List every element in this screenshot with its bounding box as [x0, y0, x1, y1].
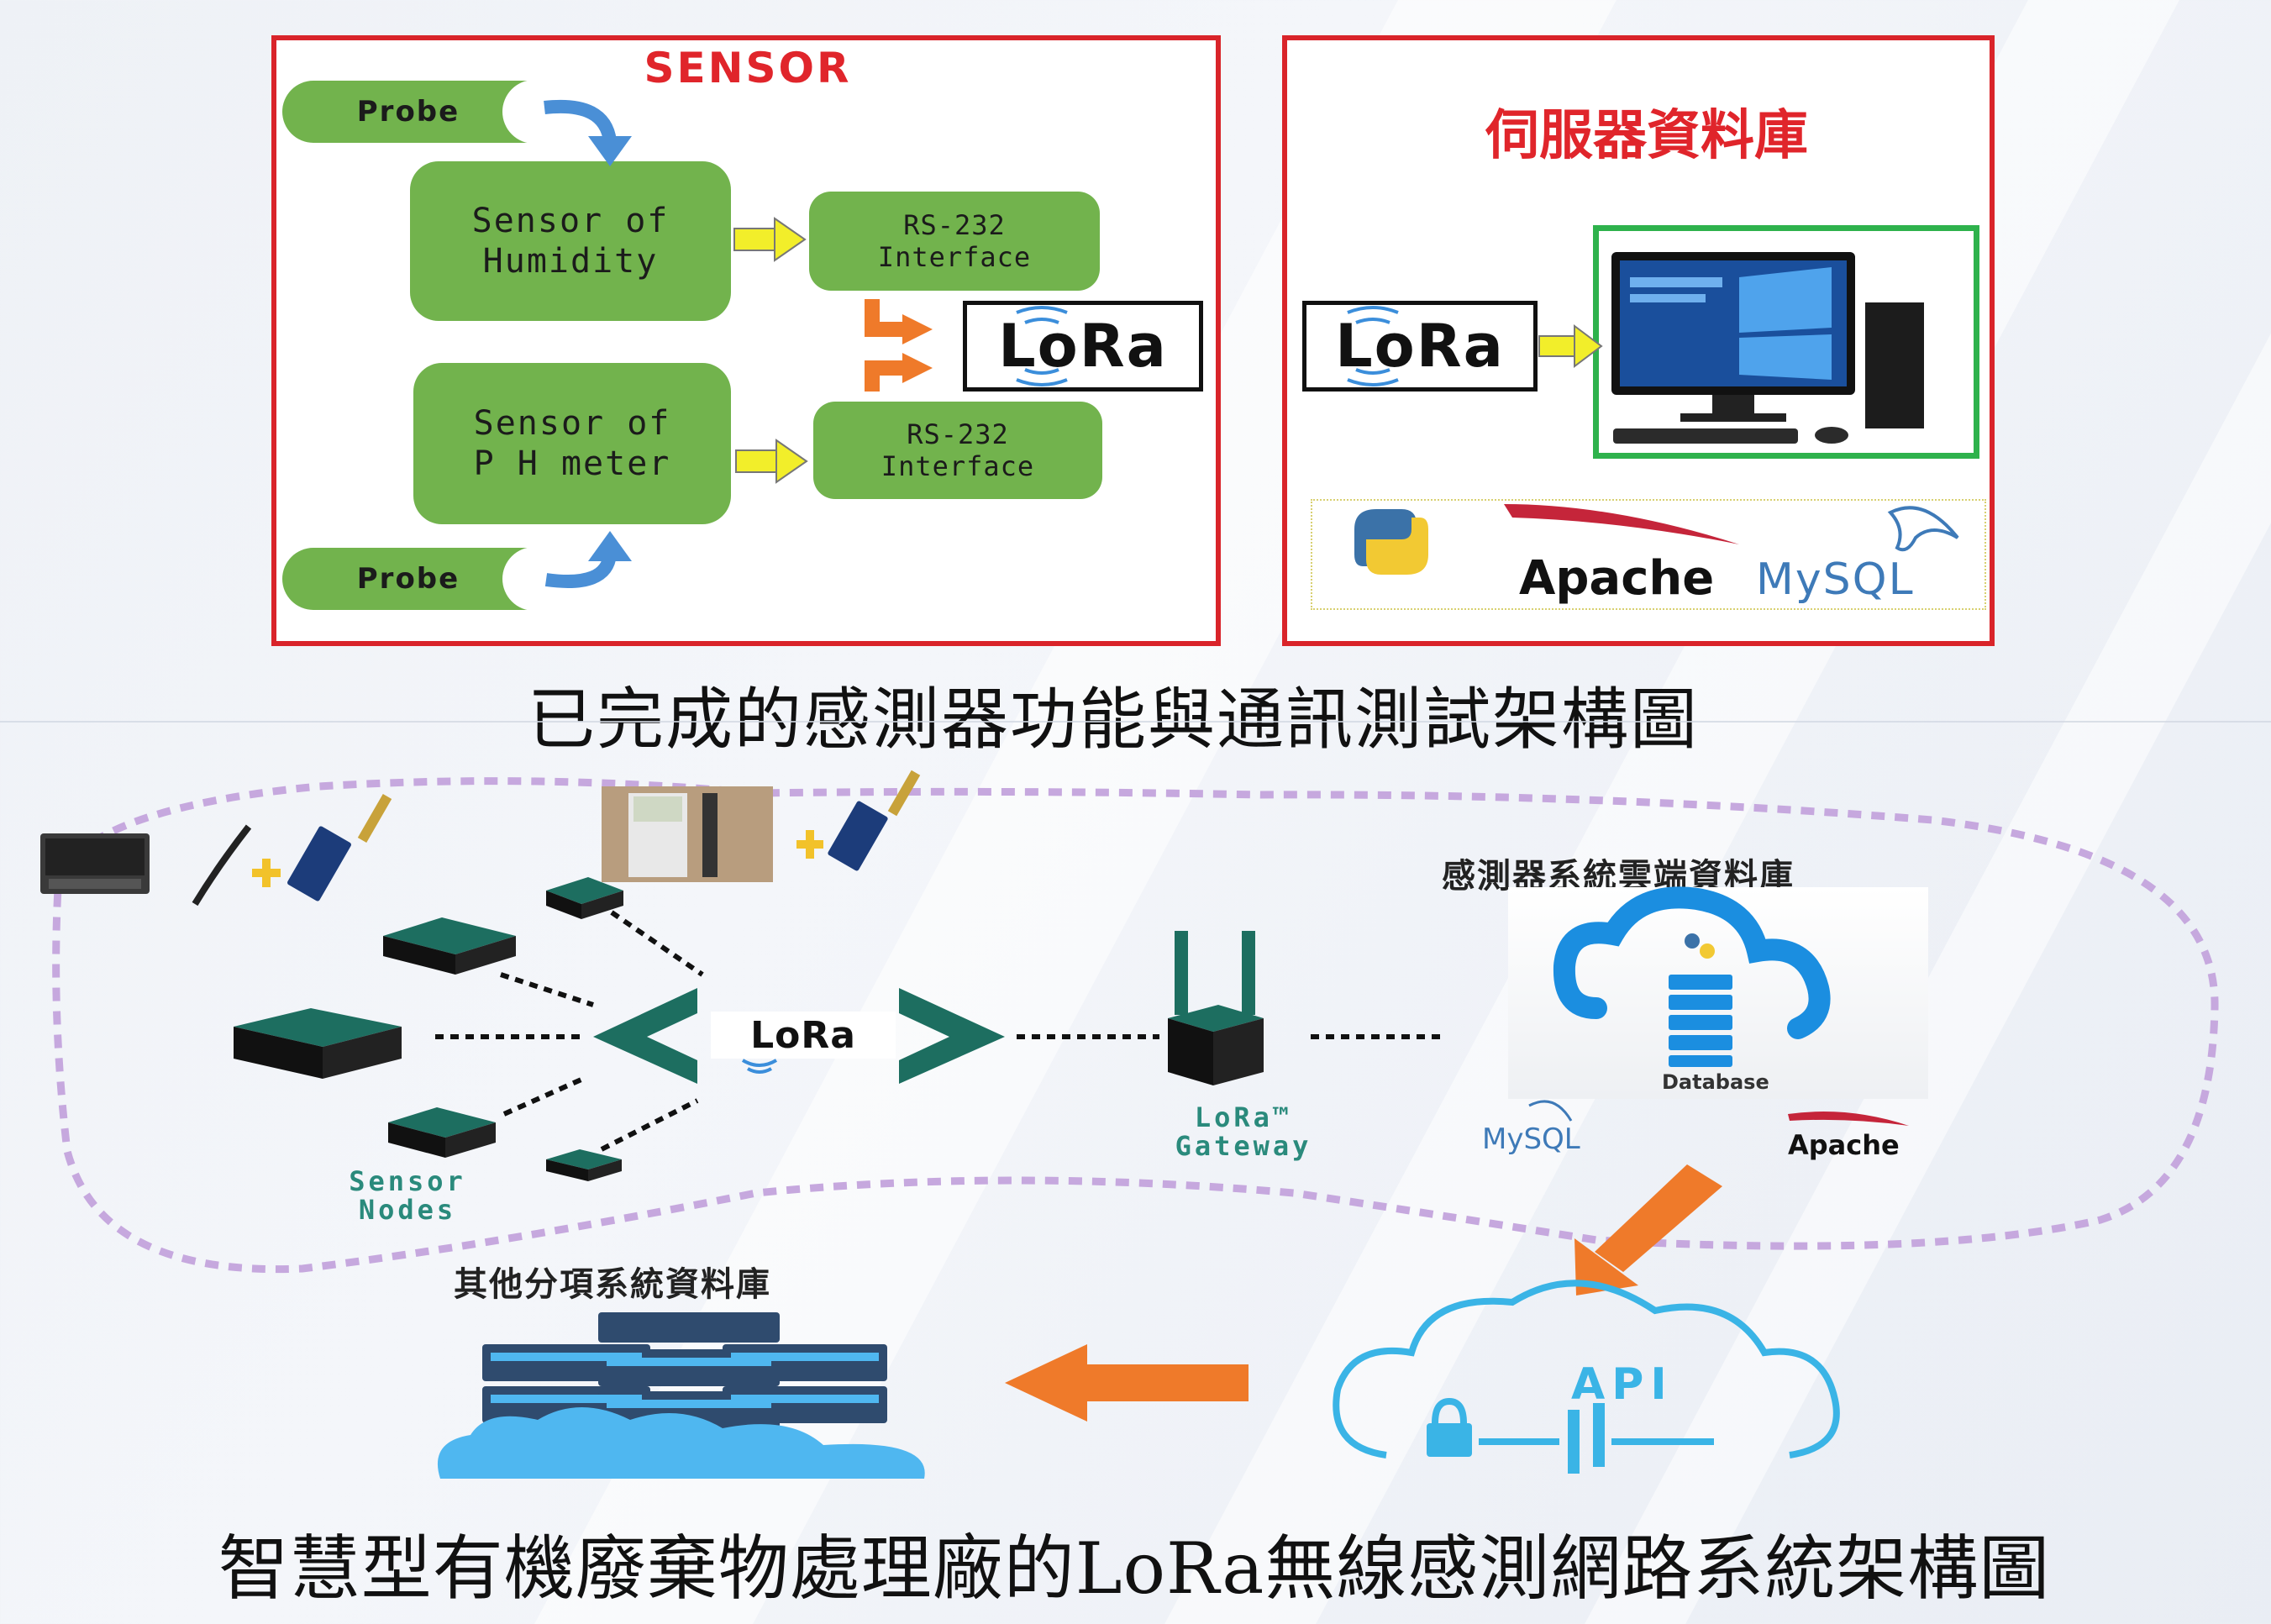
sensor-ph-box: Sensor of P H meter: [413, 363, 731, 524]
plus-sign-1: [252, 859, 281, 887]
server-panel-title: 伺服器資料庫: [1485, 104, 1808, 167]
temperature-probe: [192, 824, 252, 907]
lora-hub-label: LoRa: [711, 1012, 896, 1059]
sensor-ph-line1: Sensor of: [473, 404, 671, 443]
gateway-line1: LoRa™: [1194, 1101, 1293, 1133]
mysql-logo-text: MySQL: [1756, 554, 1915, 605]
rs232-bottom-line1: RS-232: [907, 418, 1009, 450]
sensor-nodes-label: Sensor Nodes: [302, 1165, 513, 1226]
other-db-title: 其他分項系統資料庫: [454, 1265, 771, 1304]
probe-bottom: Probe: [282, 548, 534, 610]
lora-logo-server: LoRa: [1302, 301, 1538, 392]
sensor-humidity-line2: Humidity: [482, 242, 659, 281]
database-label: Database: [1662, 1070, 1769, 1094]
sensor-panel-title: SENSOR: [644, 44, 852, 92]
sensor-humidity-box: Sensor of Humidity: [410, 161, 731, 321]
probe-top: Probe: [282, 81, 534, 143]
lora-hub-waves: [741, 1059, 778, 1074]
sensor-ph-line2: P H meter: [473, 444, 671, 483]
lora-module-2: [828, 770, 921, 871]
lora-gateway-icon: [1168, 931, 1264, 1085]
gateway-line2: Gateway: [1175, 1129, 1312, 1162]
bottom-caption: 智慧型有機廢棄物處理廠的LoRa無線感測網路系統架構圖: [218, 1527, 2051, 1610]
rs232-bottom-line2: Interface: [881, 450, 1035, 482]
sensor-nodes-line2: Nodes: [358, 1193, 457, 1226]
sensor-node-3: [234, 1008, 402, 1079]
sensor-nodes-line1: Sensor: [349, 1165, 466, 1197]
apache-label: Apache: [1788, 1129, 1900, 1161]
section-divider: [0, 721, 2271, 723]
top-caption: 已完成的感測器功能與通訊測試架構圖: [528, 681, 1699, 759]
plus-sign-2: [796, 830, 823, 859]
sensor-node-4: [388, 1107, 496, 1158]
sensor-node-5: [546, 1149, 622, 1181]
mysql-label: MySQL: [1482, 1122, 1580, 1156]
sensor-humidity-line1: Sensor of: [471, 202, 670, 240]
orange-arrow-left: [1005, 1344, 1249, 1422]
lora-hub-left-chevron: [593, 988, 697, 1084]
cloud-db-panel: [1508, 887, 1928, 1099]
apache-logo-text: Apache: [1519, 551, 1715, 606]
rs232-interface-top: RS-232 Interface: [809, 192, 1100, 291]
api-label: API: [1571, 1359, 1674, 1410]
handheld-display: 184: [639, 798, 672, 819]
sensor-node-1: [546, 877, 623, 919]
gateway-label: LoRa™ Gateway: [1134, 1101, 1353, 1162]
meter-display: 8888: [47, 844, 112, 873]
sensor-node-2: [383, 917, 516, 975]
rs232-top-line2: Interface: [877, 241, 1032, 273]
orange-arrow-down: [1574, 1164, 1722, 1296]
lora-module-1: [287, 794, 392, 901]
computer-frame: [1593, 225, 1979, 459]
rs232-top-line1: RS-232: [903, 208, 1006, 241]
lora-logo-sensor: LoRa: [963, 301, 1203, 392]
rs232-interface-bottom: RS-232 Interface: [813, 402, 1102, 499]
